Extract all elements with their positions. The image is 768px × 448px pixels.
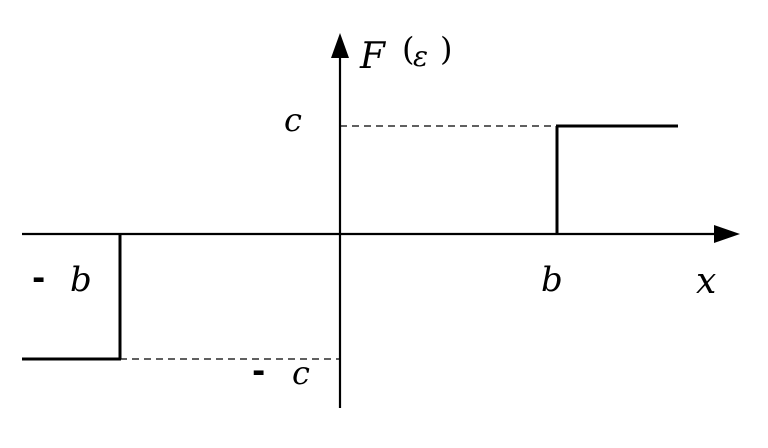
neg-b-tick-label: b	[70, 260, 92, 300]
x-axis-arrowhead	[714, 225, 740, 243]
function-label: F	[359, 36, 387, 77]
y-axis-arrowhead	[331, 33, 349, 58]
function-close-paren: )	[440, 30, 452, 68]
neg-c-tick-label: c	[292, 354, 310, 392]
b-tick-label: b	[541, 260, 563, 300]
c-tick-label: c	[284, 101, 302, 139]
neg-c-minus-sign: -	[252, 352, 265, 390]
neg-b-minus-sign: -	[32, 259, 45, 297]
function-open-paren: (	[402, 30, 414, 68]
function-argument: ε	[413, 40, 428, 73]
x-axis-label: x	[696, 261, 716, 302]
